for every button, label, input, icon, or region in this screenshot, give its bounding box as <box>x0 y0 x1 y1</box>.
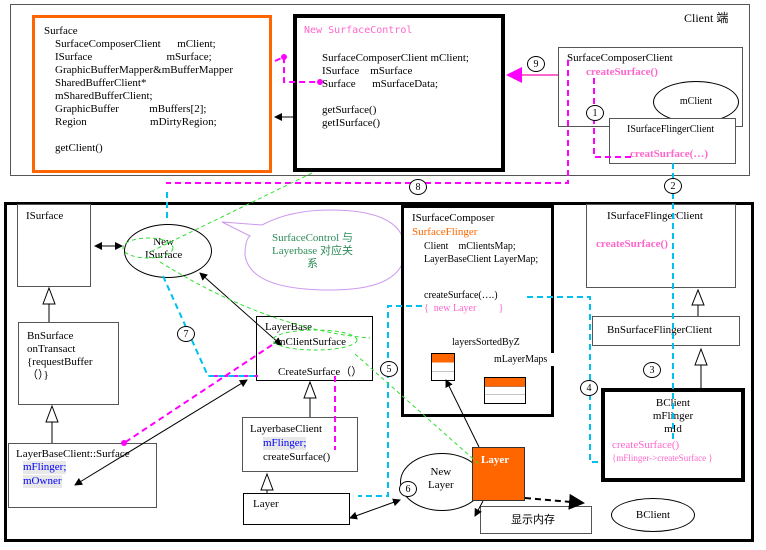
bclient-method: createSurface() <box>612 439 680 451</box>
client-region-label: Client 端 <box>684 11 729 25</box>
isc-subtitle: SurfaceFlinger <box>412 226 478 238</box>
surface-fields: SurfaceComposerClient mClient; ISurface … <box>55 38 233 155</box>
flinger-client-small-method: creatSurface(…) <box>630 148 708 160</box>
surface-field: GraphicBuffer mBuffers[2]; <box>55 103 207 115</box>
isurfaceflingerclient-box <box>586 204 736 288</box>
bnsurface-lines: BnSurface onTransact {requestBuffer （）} <box>27 330 93 382</box>
sc-method: getSurface() <box>322 104 377 116</box>
lbcs-field-mowner: mOwner <box>23 475 62 488</box>
display-memory-box <box>480 506 592 534</box>
bclient-line: BClient <box>655 397 691 409</box>
step-5: 5 <box>380 361 398 377</box>
isurface-title: ISurface <box>26 210 64 222</box>
layerbase-field: mClientSurface <box>277 336 347 348</box>
bclient-lines: BClient mFlinger mId <box>601 397 745 436</box>
isfc-method: createSurface() <box>596 238 668 250</box>
bclient-line: mFlinger <box>652 410 694 422</box>
layer-maps-label: mLayerMaps <box>494 353 556 366</box>
isc-line: LayerBaseClient LayerMap; <box>424 254 539 265</box>
new-layer-label: New Layer <box>428 466 454 491</box>
layerbase-method: CreateSurface（） <box>278 366 363 378</box>
lbcs-field-mflinger: mFlinger; <box>23 461 67 474</box>
surface-field <box>55 129 233 142</box>
sc-method: getISurface() <box>322 117 381 129</box>
surface-method: getClient() <box>55 142 103 154</box>
sc-field: ISurface mSurface <box>322 65 413 77</box>
layers-sorted-stack <box>431 353 455 381</box>
sc-field: SurfaceComposerClient mClient; <box>322 52 469 64</box>
isc-line: Client mClientsMap; <box>424 241 516 252</box>
layer-box <box>243 493 350 525</box>
bnsurface-line: BnSurface <box>27 330 74 342</box>
surface-control-fields: SurfaceComposerClient mClient; ISurface … <box>322 52 469 130</box>
surface-control-title: New SurfaceControl <box>304 25 413 36</box>
mclient-ellipse: mClient <box>653 81 739 123</box>
new-isurface-label: New ISurface <box>145 236 183 261</box>
bnsurfaceflingerclient-box <box>592 316 740 346</box>
surface-field: SurfaceComposerClient mClient; <box>55 38 216 50</box>
bclient-line: mId <box>664 423 682 435</box>
step-2: 2 <box>664 178 682 194</box>
layerbaseclient-method: createSurface() <box>263 451 331 463</box>
step-6: 6 <box>399 481 417 497</box>
step-7: 7 <box>177 326 195 342</box>
step-3: 3 <box>643 362 661 378</box>
layer-orange-block <box>472 447 525 501</box>
layerbase-title: LayerBase <box>265 321 313 333</box>
bnsurface-line: onTransact <box>27 343 76 355</box>
surface-field: Region mDirtyRegion; <box>55 116 217 128</box>
callout-text: SurfaceControl 与 Layerbase 对应关 系 <box>272 232 353 270</box>
composer-client-method: createSurface() <box>586 66 658 78</box>
surface-field: mSharedBufferClient; <box>55 90 153 102</box>
isc-method-body: { new Layer } <box>424 303 504 314</box>
bclient-method-body: {mFlinger->createSurface } <box>612 453 713 463</box>
lbcs-title: LayerBaseClient::Surface <box>16 448 130 460</box>
bclient-ellipse: BClient <box>611 498 695 532</box>
step-1: 1 <box>586 105 604 121</box>
layerbaseclient-title: LayerbaseClient <box>250 423 323 435</box>
isurface-box <box>17 204 91 287</box>
step-8: 8 <box>409 179 427 195</box>
surface-title: Surface <box>44 25 78 37</box>
surface-field: SharedBufferClient* <box>55 77 147 89</box>
sc-field: Surface mSurfaceData; <box>322 78 439 90</box>
step-4: 4 <box>580 380 598 396</box>
layers-sorted-label: layersSortedByZ <box>452 337 520 348</box>
bnsurface-line: （）} <box>27 369 49 381</box>
layer-maps-stack <box>484 377 526 404</box>
composer-client-title: SurfaceComposerClient <box>567 52 673 64</box>
bnsfc-title: BnSurfaceFlingerClient <box>607 324 713 336</box>
isfc-title: ISurfaceFlingerClient <box>607 210 703 222</box>
surface-field: ISurface mSurface; <box>55 51 212 63</box>
layerbaseclient-field: mFlinger; <box>263 437 307 450</box>
step-9: 9 <box>527 56 545 72</box>
layer-orange-label: Layer <box>481 454 510 466</box>
layer-title: Layer <box>253 498 279 510</box>
display-memory-label: 显示内存 <box>511 513 555 526</box>
flinger-client-small-title: ISurfaceFlingerClient <box>627 124 715 135</box>
surface-field: GraphicBufferMapper&mBufferMapper <box>55 64 233 76</box>
isc-method: createSurface(….) <box>424 290 498 301</box>
isc-title: ISurfaceComposer <box>412 212 495 224</box>
sc-field <box>322 91 469 104</box>
bnsurface-line: {requestBuffer <box>27 356 93 368</box>
